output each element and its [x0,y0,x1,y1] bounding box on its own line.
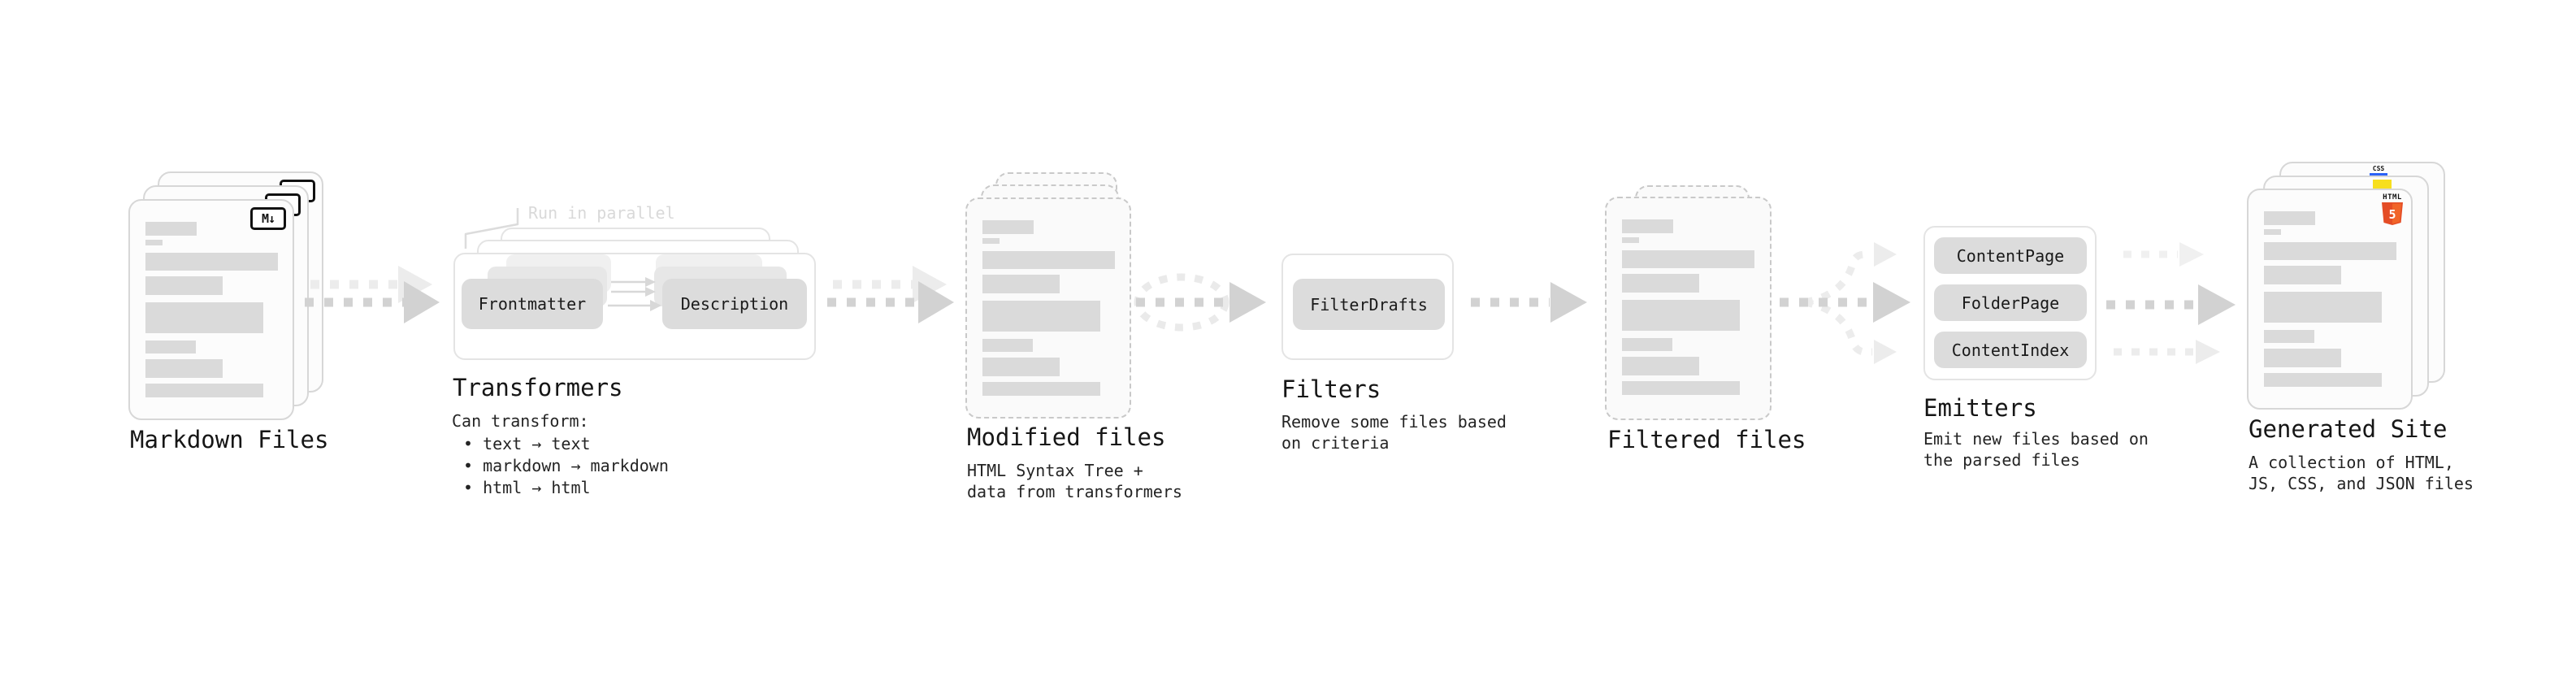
html5-icon: HTML 5 [2382,194,2403,225]
markdown-doc-front: M↓ [128,199,294,420]
markdown-files-title: Markdown Files [130,426,329,453]
transformers-note-2: • markdown → markdown [463,456,669,475]
transformers-title: Transformers [453,374,623,401]
modified-files-note-2: data from transformers [967,482,1182,501]
doc-line-placeholders [2264,211,2396,387]
emitter-content-index-box: ContentIndex [1934,332,2087,368]
filtered-files-title: Filtered files [1607,426,1806,453]
modified-doc-front [965,197,1131,419]
run-in-parallel-label: Run in parallel [528,203,675,223]
css-file-icon: CSS [2369,166,2388,176]
arrow-emitters-to-site [2106,242,2236,364]
svg-text:5: 5 [2388,207,2396,222]
generated-site-note-1: A collection of HTML, [2249,453,2454,472]
emitters-title: Emitters [1923,394,2037,422]
site-doc-front: HTML 5 [2247,189,2413,410]
arrow-markdown-to-transformers [305,266,440,323]
annotation-leader-line [464,208,519,249]
transformer-flow-arrows [608,277,661,311]
transformers-note-3: • html → html [463,478,591,497]
modified-files-title: Modified files [967,423,1166,451]
modified-files-note-1: HTML Syntax Tree + [967,461,1143,480]
doc-line-placeholders [145,222,278,397]
emitter-folder-page-box: FolderPage [1934,284,2087,321]
filters-note-1: Remove some files based [1281,412,1507,432]
filters-title: Filters [1281,375,1381,403]
transformers-note-heading: Can transform: [452,411,589,431]
emitters-note-1: Emit new files based on [1923,429,2149,449]
markdown-icon: M↓ [250,207,286,230]
filters-note-2: on criteria [1281,433,1390,453]
transformer-description-box: Description [662,279,807,329]
doc-line-placeholders [982,220,1115,396]
transformer-frontmatter-box: Frontmatter [462,279,603,329]
emitters-note-2: the parsed files [1923,450,2080,470]
emitter-content-page-box: ContentPage [1934,237,2087,274]
doc-line-placeholders [1622,219,1754,395]
transformers-note-1: • text → text [463,434,591,453]
arrow-modified-to-filters [1134,273,1266,332]
filter-drafts-box: FilterDrafts [1293,279,1445,330]
generated-site-note-2: JS, CSS, and JSON files [2249,474,2474,493]
arrow-filters-to-filtered [1471,282,1587,323]
arrow-transformers-to-modified [827,266,954,323]
generated-site-title: Generated Site [2249,415,2448,443]
filtered-doc-front [1605,197,1772,420]
arrow-filtered-to-emitters [1780,242,1910,364]
